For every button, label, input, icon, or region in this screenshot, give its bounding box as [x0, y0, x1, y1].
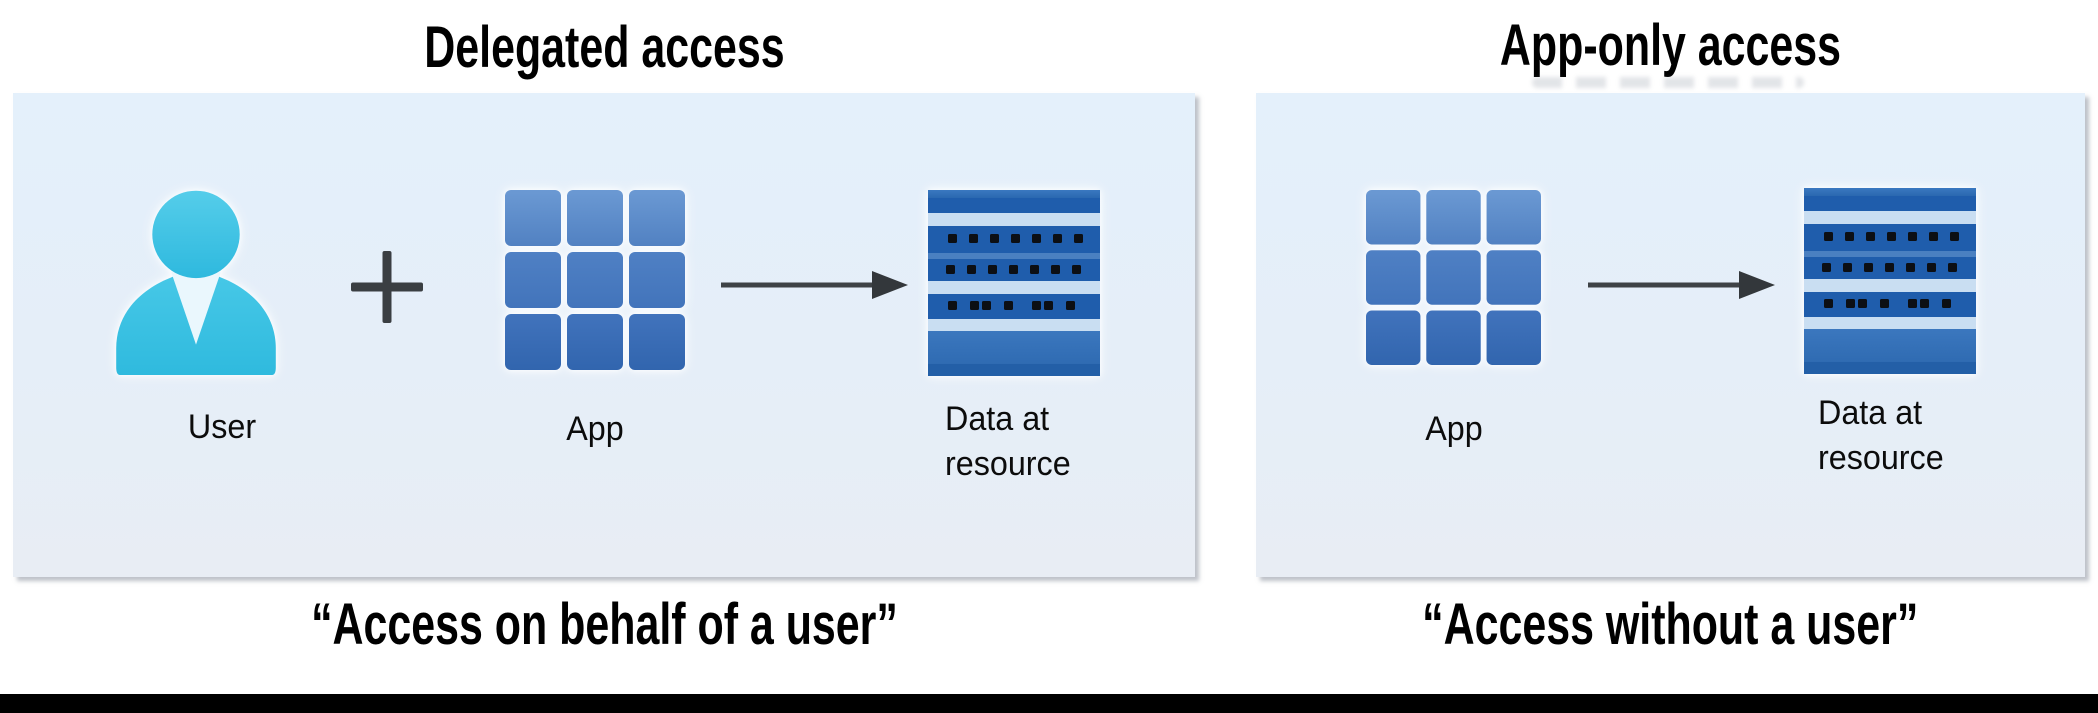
arrow-right-icon: [1586, 265, 1776, 305]
delegated-access-panel: User App Data at resource: [13, 93, 1195, 577]
app-grid-icon: [505, 190, 685, 370]
left-panel-caption-text: “Access on behalf of a user”: [310, 591, 898, 657]
left-panel-caption: “Access on behalf of a user”: [13, 592, 1195, 657]
user-icon: [101, 185, 291, 375]
right-panel-title: App-only access: [1256, 13, 2085, 78]
app-label: App: [566, 410, 624, 448]
left-panel-title: Delegated access: [13, 15, 1195, 80]
database-icon: [1804, 188, 1976, 374]
left-panel-title-text: Delegated access: [423, 14, 785, 80]
bottom-black-bar: [0, 694, 2098, 713]
app-label: App: [1425, 410, 1483, 448]
arrow-right-icon: [719, 265, 909, 305]
right-panel-title-text: App-only access: [1499, 12, 1842, 78]
resource-label: Data at resource: [1818, 394, 1944, 477]
erased-title-artifact: [1532, 77, 1804, 88]
right-panel-caption: “Access without a user”: [1256, 592, 2085, 657]
right-panel-caption-text: “Access without a user”: [1422, 591, 1919, 657]
app-only-access-panel: App Data at resource: [1256, 93, 2085, 577]
user-label: User: [187, 408, 257, 446]
database-icon: [928, 190, 1100, 376]
plus-icon: [349, 249, 425, 325]
app-grid-icon: [1366, 190, 1541, 365]
resource-label: Data at resource: [945, 400, 1071, 483]
